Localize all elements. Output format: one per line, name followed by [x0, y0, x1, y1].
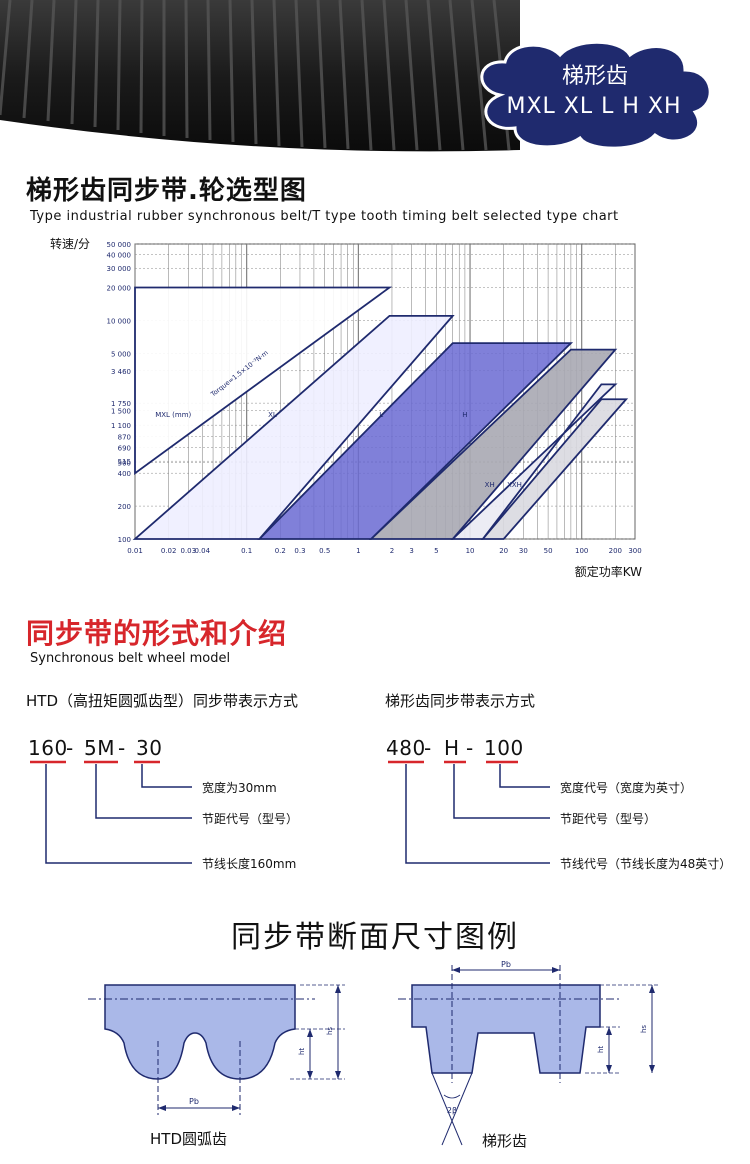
trap-code-dash-2: -: [466, 736, 474, 760]
chart-x-tick-label: 0.02: [161, 547, 177, 555]
chart-y-tick-label: 3 460: [111, 368, 131, 376]
htd-pb-label: Pb: [189, 1097, 199, 1106]
chart-y-tick-label: 200: [118, 503, 131, 511]
chart-y-tick-label: 100: [118, 536, 131, 544]
htd-profile: Pb ht hs: [88, 984, 345, 1115]
cloud-badge: [480, 40, 712, 150]
htd-note-length: 节线长度160mm: [202, 857, 297, 871]
selection-chart-title: 梯形齿同步带.轮选型图: [26, 176, 307, 206]
chart-y-tick-label: 20 000: [107, 284, 132, 292]
trap-pb-label: Pb: [501, 960, 511, 969]
trap-code-length: 480: [386, 736, 426, 760]
htd-caption: HTD圆弧齿: [150, 1130, 227, 1148]
htd-ht-label: ht: [298, 1048, 306, 1055]
chart-x-axis-label: 额定功率KW: [575, 564, 642, 579]
chart-band-mxl: [134, 286, 393, 475]
chart-y-tick-label: 30 000: [107, 265, 132, 273]
htd-hs-label: hs: [326, 1027, 334, 1035]
chart-band-xxh: [480, 398, 629, 540]
chart-y-tick-label: 1 100: [111, 422, 131, 430]
hero-subtitle: MXL XL L H XH: [506, 94, 682, 119]
chart-x-tick-label: 1: [356, 547, 360, 555]
htd-notation-heading: HTD（高扭矩圆弧齿型）同步带表示方式: [26, 692, 298, 710]
chart-x-tick-label: 30: [519, 547, 528, 555]
chart-x-tick-label: 0.5: [319, 547, 330, 555]
belt-photo: [0, 0, 520, 152]
chart-x-tick-label: 300: [628, 547, 641, 555]
selection-chart-subtitle: Type industrial rubber synchronous belt/…: [30, 209, 619, 224]
trap-ht-label: ht: [597, 1046, 605, 1053]
htd-code-pitch: 5M: [84, 736, 115, 760]
chart-y-tick-label: 5 000: [111, 350, 131, 358]
trap-note-width: 宽度代号（宽度为英寸）: [560, 781, 693, 795]
chart-x-tick-label: 10: [466, 547, 475, 555]
chart-y-tick-label: 40 000: [107, 252, 132, 260]
chart-band-label: L: [379, 411, 383, 419]
trap-code-dash-1: -: [424, 736, 432, 760]
trapezoid-caption: 梯形齿: [482, 1132, 528, 1150]
chart-band-label: XXH: [507, 481, 522, 489]
chart-x-tick-label: 0.04: [194, 547, 210, 555]
chart-x-tick-label: 0.03: [180, 547, 196, 555]
trapezoid-notation-heading: 梯形齿同步带表示方式: [385, 692, 536, 710]
htd-note-width: 宽度为30mm: [202, 781, 277, 795]
trap-note-length: 节线代号（节线长度为48英寸）: [560, 857, 732, 871]
htd-code-dash-2: -: [118, 736, 126, 760]
chart-y-tick-label: 400: [118, 470, 131, 478]
htd-code-dash-1: -: [66, 736, 74, 760]
chart-x-tick-label: 3: [409, 547, 413, 555]
model-section-title: 同步带的形式和介绍: [26, 617, 288, 650]
chart-y-tick-label: 10 000: [107, 317, 132, 325]
chart-x-tick-label: 0.2: [275, 547, 286, 555]
chart-band-label: XH: [485, 481, 495, 489]
hero-title: 梯形齿: [561, 64, 628, 89]
chart-x-tick-label: 100: [575, 547, 588, 555]
chart-x-tick-label: 2: [390, 547, 394, 555]
trapezoid-profile: Pb 2β ht hs: [398, 960, 660, 1146]
trap-note-pitch: 节距代号（型号）: [560, 812, 657, 826]
chart-y-tick-label: 1 750: [111, 400, 131, 408]
chart-y-tick-label: 50 000: [107, 241, 132, 249]
cross-section-title: 同步带断面尺寸图例: [231, 920, 519, 955]
chart-x-tick-label: 200: [609, 547, 622, 555]
trap-code-width: 100: [484, 736, 524, 760]
chart-band-xl: [132, 314, 455, 540]
htd-code-width: 30: [136, 736, 163, 760]
chart-x-tick-label: 20: [499, 547, 508, 555]
chart-y-tick-label: 1 500: [111, 407, 131, 415]
hero-banner: 梯形齿 MXL XL L H XH: [0, 0, 750, 158]
chart-y-tick-label: 690: [118, 444, 131, 452]
htd-code-length: 160: [28, 736, 68, 760]
chart-band-l: [257, 342, 574, 540]
chart-y-axis-label: 转速/分: [50, 236, 90, 251]
trap-angle-label: 2β: [447, 1106, 457, 1115]
model-section-subtitle: Synchronous belt wheel model: [30, 651, 231, 666]
belt-profiles-diagram: Pb ht hs Pb 2β ht hs: [88, 960, 660, 1146]
chart-x-tick-label: 0.1: [241, 547, 252, 555]
chart-x-tick-label: 5: [434, 547, 438, 555]
notation-leader-lines: [30, 760, 550, 864]
chart-y-tick-label: 870: [118, 433, 131, 441]
trap-code-pitch: H: [444, 736, 460, 760]
chart-x-tick-label: 0.3: [294, 547, 305, 555]
chart-x-tick-label: 50: [544, 547, 553, 555]
chart-y-tick-label: 515: [118, 458, 131, 466]
htd-note-pitch: 节距代号（型号）: [202, 812, 299, 826]
chart-band-label: H: [462, 411, 467, 419]
chart-band-label: MXL (mm): [155, 411, 191, 419]
chart-band-h: [368, 348, 618, 540]
chart-x-tick-label: 0.01: [127, 547, 143, 555]
chart-band-label: XL: [268, 411, 277, 419]
chart-y-tick-label: 500: [118, 460, 131, 468]
trap-hs-label: hs: [640, 1025, 648, 1033]
chart-band-xh: [450, 383, 618, 540]
